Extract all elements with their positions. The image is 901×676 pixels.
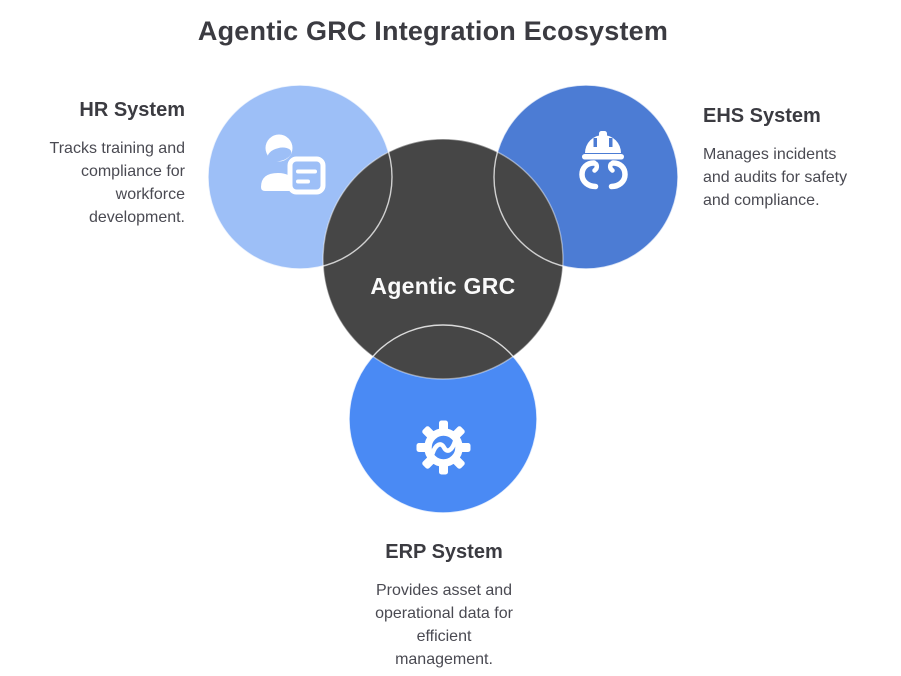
erp-circle <box>349 325 537 513</box>
node-desc-line: Provides asset and <box>375 582 513 599</box>
center-circle-outline <box>322 138 564 380</box>
ehs-description: Manages incidents and audits for safety … <box>703 143 893 212</box>
node-desc-line: workforce <box>115 186 185 203</box>
node-desc-line: and compliance. <box>703 192 820 209</box>
node-desc-line: Manages incidents <box>703 146 837 163</box>
ehs-label-block: EHS System Manages incidents and audits … <box>703 104 893 212</box>
node-desc-line: efficient <box>416 628 472 645</box>
center-circle-label: Agentic GRC <box>370 273 516 299</box>
node-desc-line: and audits for safety <box>703 169 848 186</box>
gear-icon <box>416 420 471 475</box>
safety-helmet-hands-icon <box>579 131 628 190</box>
center-circle <box>323 139 563 379</box>
node-desc-line: development. <box>88 209 185 226</box>
node-desc-line: Tracks training and <box>49 140 185 157</box>
hr-circle-outline <box>207 84 393 270</box>
node-desc-line: operational data for <box>375 605 513 622</box>
erp-label-block: ERP System Provides asset and operationa… <box>358 540 530 671</box>
hr-description: Tracks training and compliance for workf… <box>0 137 185 229</box>
node-desc-line: compliance for <box>80 163 185 180</box>
ehs-title: EHS System <box>703 105 821 127</box>
erp-description: Provides asset and operational data for … <box>358 579 530 671</box>
erp-title: ERP System <box>385 541 503 563</box>
hr-title: HR System <box>79 99 185 121</box>
node-desc-line: management. <box>395 651 493 668</box>
page-title: Agentic GRC Integration Ecosystem <box>197 16 669 46</box>
ehs-circle-outline <box>493 84 679 270</box>
erp-circle-outline <box>348 324 538 514</box>
hr-label-block: HR System Tracks training and compliance… <box>0 98 185 229</box>
person-document-icon <box>261 134 326 195</box>
